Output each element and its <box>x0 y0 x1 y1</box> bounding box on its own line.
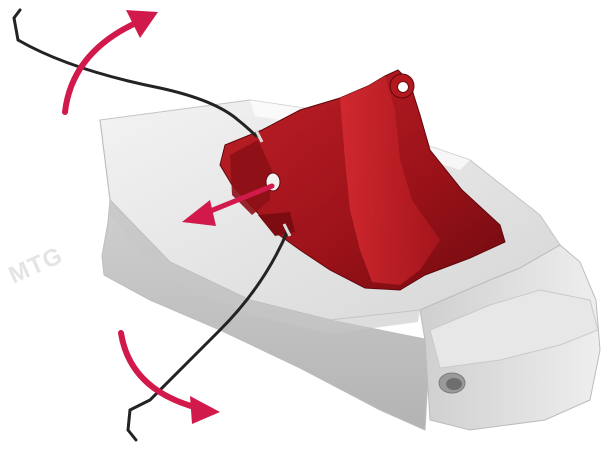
top-rotation-arrow <box>65 10 158 112</box>
curved-arrow-counterclockwise-icon <box>121 333 198 408</box>
